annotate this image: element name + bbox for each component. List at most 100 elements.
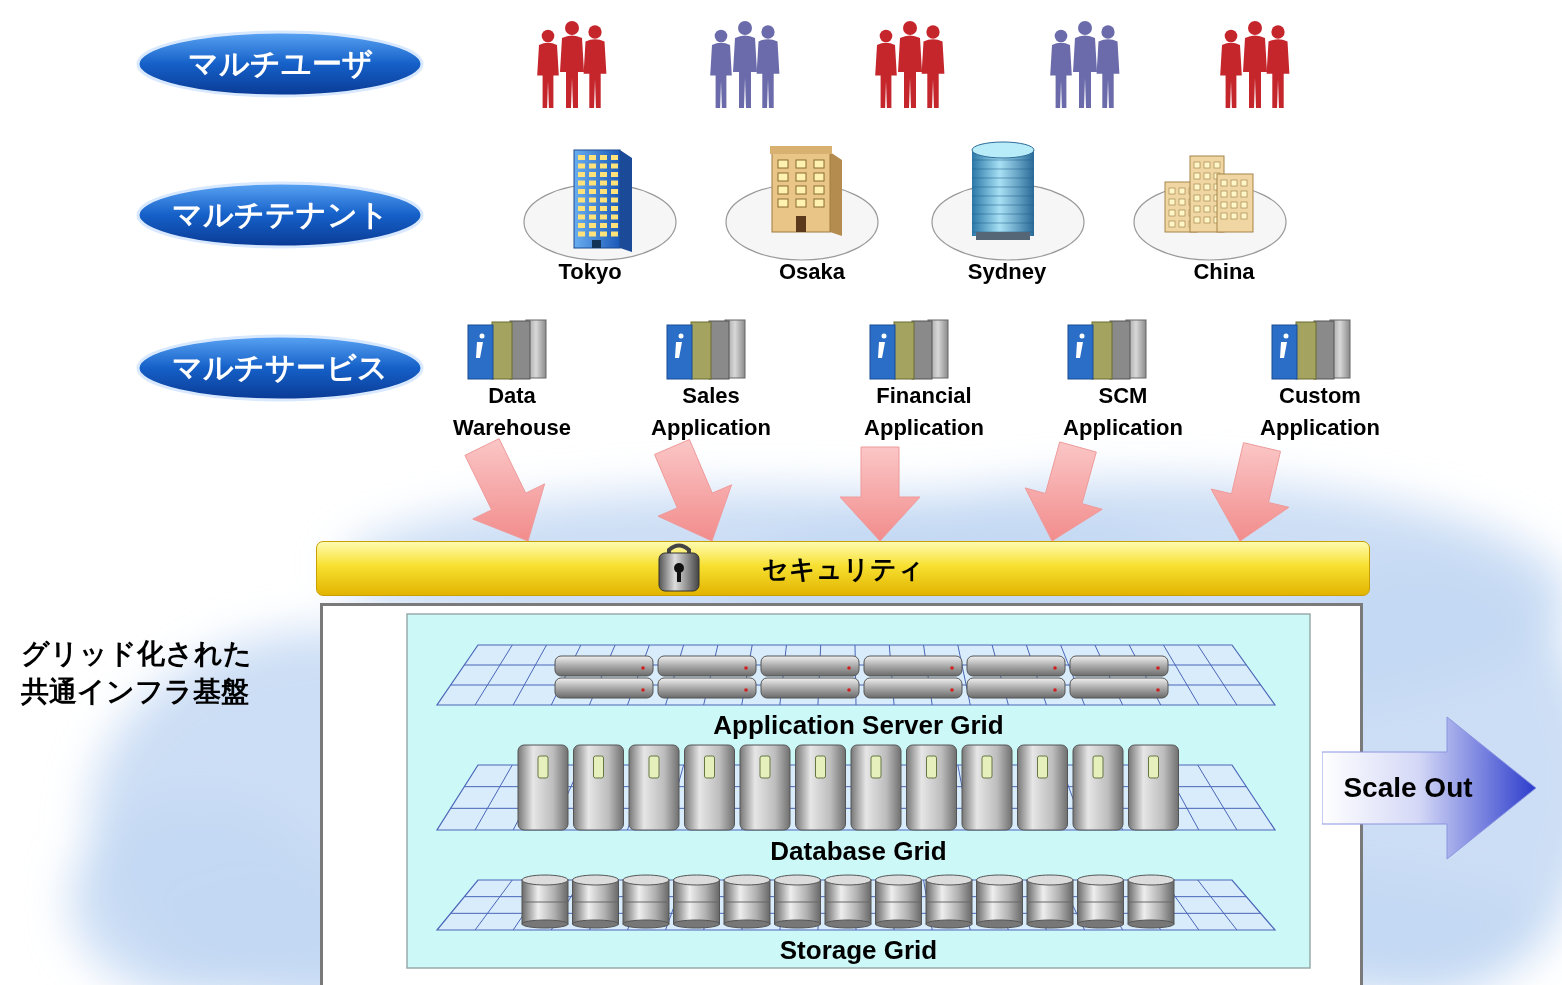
window [589, 198, 596, 203]
db-server [685, 745, 735, 830]
window [1194, 206, 1200, 212]
db-slot [982, 756, 992, 778]
window [796, 186, 806, 194]
window [1194, 217, 1200, 223]
drum-bottom [977, 920, 1023, 928]
info-dot [1284, 334, 1289, 339]
window [1204, 173, 1210, 179]
db-slot [1149, 756, 1159, 778]
drum-top [623, 875, 669, 885]
window [1204, 162, 1210, 168]
window [1204, 206, 1210, 212]
window [600, 181, 607, 186]
app-server [967, 656, 1065, 676]
door [592, 240, 601, 248]
book [870, 325, 895, 379]
db-server [518, 745, 568, 830]
window [600, 198, 607, 203]
book [1272, 325, 1297, 379]
window [1221, 213, 1227, 219]
service-icons [468, 320, 1350, 379]
frame-fill [320, 603, 1363, 985]
book [1068, 325, 1093, 379]
window [611, 181, 618, 186]
book [1296, 322, 1316, 379]
figure-head [1225, 30, 1238, 43]
db-server [907, 745, 957, 830]
drum-top [977, 875, 1023, 885]
db-server [851, 745, 901, 830]
db-slot [594, 756, 604, 778]
tenant-buildings [524, 142, 1286, 260]
window [589, 232, 596, 237]
node-text: Financial Application [848, 380, 1000, 444]
info-dot [480, 334, 485, 339]
window [1194, 195, 1200, 201]
node-text: マルチユーザ [188, 46, 373, 82]
place-label: Sydney [937, 259, 1077, 285]
window [1194, 162, 1200, 168]
lock-body [659, 553, 699, 591]
drum-band [623, 902, 669, 903]
window [778, 186, 788, 194]
book [709, 321, 729, 379]
window [611, 172, 618, 177]
building-top [972, 142, 1034, 158]
building [1217, 174, 1253, 232]
layer-node: Database Grid [407, 745, 1310, 866]
db-slot [538, 756, 548, 778]
user-figures [537, 21, 1289, 108]
db-slot [760, 756, 770, 778]
server-led [744, 666, 748, 670]
window [600, 223, 607, 228]
drum-bottom [623, 920, 669, 928]
storage-drum [1027, 880, 1073, 924]
drum-top [825, 875, 871, 885]
window [814, 199, 824, 207]
server-led [641, 688, 645, 692]
window [578, 198, 585, 203]
info-stem [476, 342, 483, 358]
window [589, 206, 596, 211]
node-text: セキュリティ [762, 553, 924, 585]
info-dot [679, 334, 684, 339]
floor-line [972, 205, 1034, 206]
app-server [967, 678, 1065, 698]
window [589, 215, 596, 220]
svc-node: Custom Application [1240, 318, 1400, 444]
figure-body [1220, 43, 1242, 108]
grid-floor [437, 645, 1275, 705]
pill-node: マルチユーザ [135, 29, 425, 99]
node-text: SCM Application [1047, 380, 1199, 444]
drum-bottom [926, 920, 972, 928]
window [589, 189, 596, 194]
building [972, 150, 1034, 236]
db-slot [1093, 756, 1103, 778]
figure-head [1101, 25, 1114, 38]
floor-line [972, 223, 1034, 224]
drum-band [977, 902, 1023, 903]
figure-body [537, 43, 559, 108]
drum-band [522, 902, 568, 903]
drum-top [876, 875, 922, 885]
storage-drum [573, 880, 619, 924]
book [1092, 322, 1112, 379]
drum-bottom [876, 920, 922, 928]
storage-drum [724, 880, 770, 924]
window [589, 164, 596, 169]
node-text: Data Warehouse [436, 380, 588, 444]
window [578, 223, 585, 228]
drum-top [1027, 875, 1073, 885]
window [1169, 221, 1175, 227]
window [796, 199, 806, 207]
info-dot [1080, 334, 1085, 339]
drum-band [825, 902, 871, 903]
figure-body [1073, 36, 1097, 109]
window [1231, 213, 1237, 219]
block-arrow [1025, 442, 1102, 541]
db-server [629, 745, 679, 830]
grid-line [1198, 880, 1237, 930]
place-label: Tokyo [520, 259, 660, 285]
drum-top [522, 875, 568, 885]
